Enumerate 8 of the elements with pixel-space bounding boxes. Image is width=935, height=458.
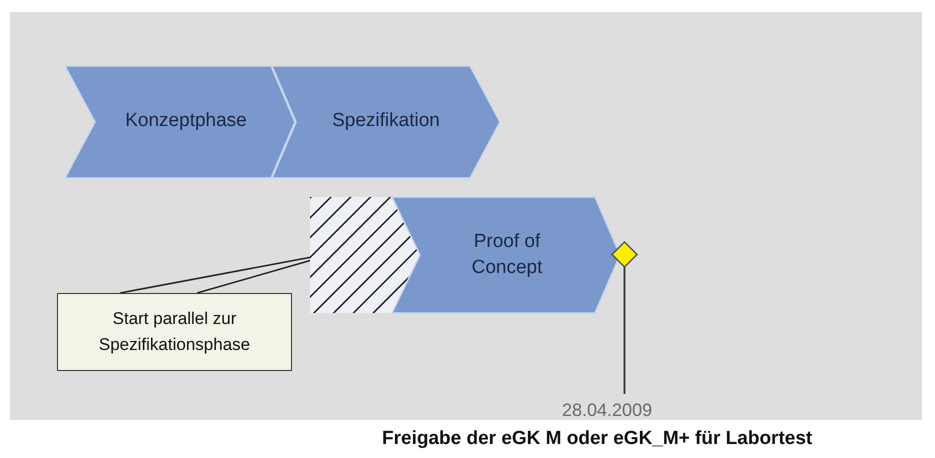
milestone-caption: Freigabe der eGK M oder eGK_M+ für Labortest [382, 428, 812, 450]
leader-line [120, 256, 312, 294]
callout-text: Start parallel zur Spezifikationsphase [98, 308, 252, 356]
phase-label: Proof of Concept [470, 230, 544, 280]
leader-line [196, 259, 312, 294]
phase-label: Spezifikation [331, 109, 441, 133]
date-label: 28.04.2009 [562, 400, 652, 421]
callout-box [57, 293, 292, 371]
